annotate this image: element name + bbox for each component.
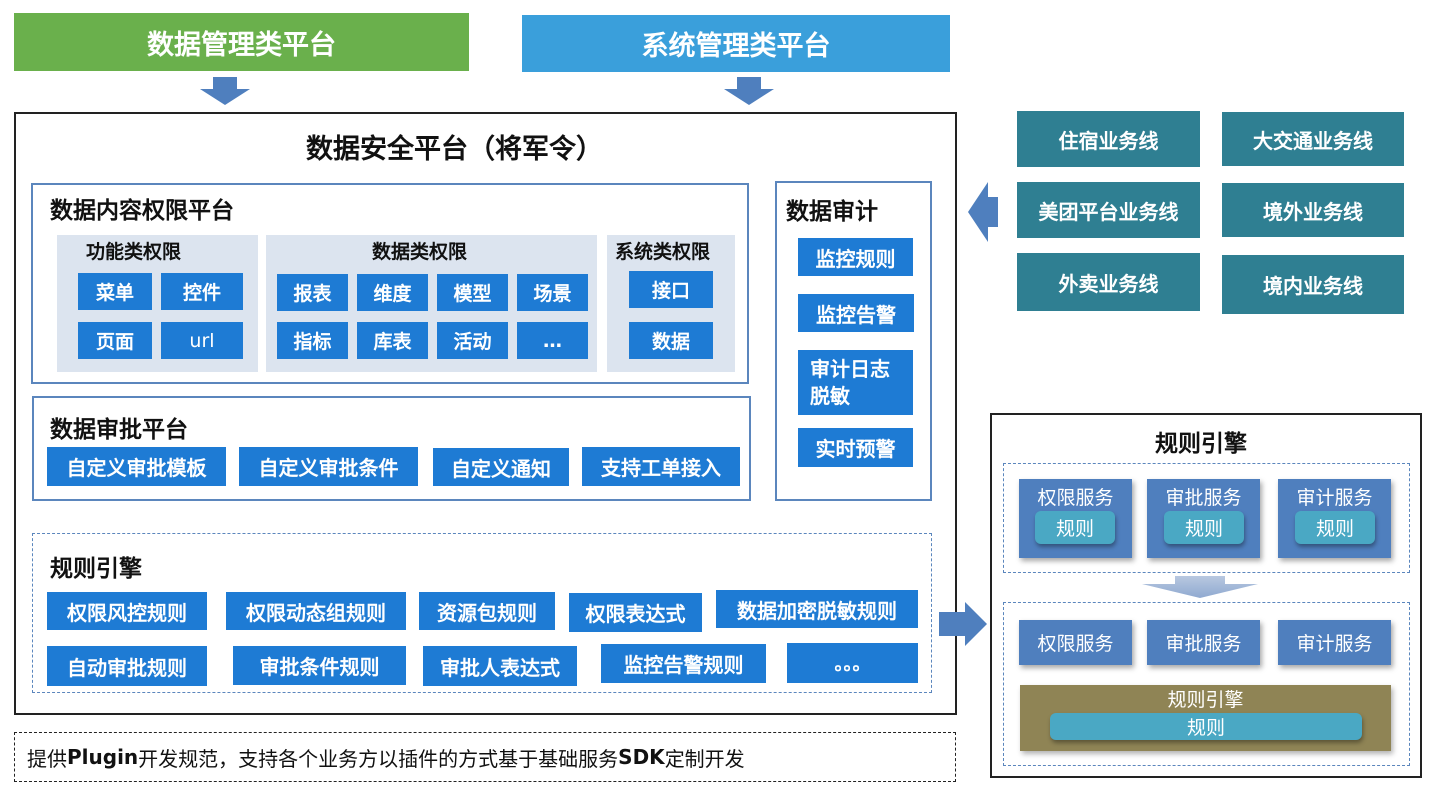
business-line[interactable]: 大交通业务线 xyxy=(1222,112,1404,166)
security-platform-title: 数据安全平台（将军令） xyxy=(306,134,603,165)
service[interactable]: 审批服务 xyxy=(1147,620,1260,665)
rule-item[interactable]: 审批人表达式 xyxy=(423,646,577,686)
service-with-rule[interactable]: 审批服务 规则 xyxy=(1147,479,1260,558)
service-with-rule[interactable]: 审计服务 规则 xyxy=(1278,479,1391,558)
audit-item[interactable]: 审计日志 脱敏 xyxy=(798,350,913,415)
rule-item[interactable]: 资源包规则 xyxy=(419,592,555,630)
rule-item[interactable]: 审批条件规则 xyxy=(233,646,406,685)
rule-item[interactable]: 监控告警规则 xyxy=(601,644,766,683)
permission-item[interactable]: 库表 xyxy=(357,322,428,359)
group-title: 系统类权限 xyxy=(615,241,711,263)
system-management-platform-banner: 系统管理类平台 xyxy=(522,15,950,72)
rule-item-more[interactable]: 。。。 xyxy=(787,643,918,683)
audit-item[interactable]: 实时预警 xyxy=(798,428,913,467)
rule-pill: 规则 xyxy=(1164,511,1244,544)
left-arrow-icon xyxy=(968,182,998,242)
rule-item[interactable]: 数据加密脱敏规则 xyxy=(716,590,918,628)
approval-platform xyxy=(32,396,751,501)
permission-item[interactable]: 接口 xyxy=(629,271,713,308)
service-name: 权限服务 xyxy=(1037,487,1114,509)
data-security-platform xyxy=(14,112,957,715)
service-name: 审批服务 xyxy=(1165,487,1242,509)
plugin-rule-layer xyxy=(1003,463,1410,573)
service[interactable]: 权限服务 xyxy=(1019,620,1132,665)
business-line[interactable]: 住宿业务线 xyxy=(1017,111,1200,167)
approval-platform-title: 数据审批平台 xyxy=(50,417,188,443)
down-arrow-icon xyxy=(200,77,250,105)
audit-item[interactable]: 监控告警 xyxy=(798,294,914,332)
business-line[interactable]: 境外业务线 xyxy=(1222,183,1404,237)
content-permission-title: 数据内容权限平台 xyxy=(50,198,234,224)
business-line[interactable]: 境内业务线 xyxy=(1222,255,1404,314)
data-audit-title: 数据审计 xyxy=(786,199,878,225)
rule-pill: 规则 xyxy=(1295,511,1375,544)
rule-pill: 规则 xyxy=(1035,511,1115,544)
approval-item[interactable]: 支持工单接入 xyxy=(582,447,740,486)
permission-item[interactable]: 指标 xyxy=(277,322,348,359)
permission-item[interactable]: 场景 xyxy=(517,274,588,311)
permission-item[interactable]: 模型 xyxy=(437,274,508,311)
permission-item-more[interactable]: … xyxy=(517,322,588,359)
shared-rule-engine-label: 规则引擎 xyxy=(1167,689,1244,711)
rule-engine-title: 规则引擎 xyxy=(50,556,142,582)
permission-item[interactable]: 数据 xyxy=(629,322,713,359)
permission-item[interactable]: 菜单 xyxy=(78,273,152,310)
approval-item[interactable]: 自定义通知 xyxy=(433,448,569,486)
centralized-rule-layer xyxy=(1003,602,1410,766)
banner-label: 数据管理类平台 xyxy=(147,29,336,61)
service-name: 审计服务 xyxy=(1296,487,1373,509)
group-title: 数据类权限 xyxy=(372,241,468,263)
permission-item[interactable]: 活动 xyxy=(437,322,508,359)
data-audit-panel xyxy=(775,181,932,501)
approval-item[interactable]: 自定义审批模板 xyxy=(47,447,226,486)
rule-engine-section xyxy=(32,533,932,693)
down-arrow-icon xyxy=(1142,576,1258,598)
permission-item[interactable]: 页面 xyxy=(78,322,152,359)
down-arrow-icon xyxy=(724,77,774,105)
service-with-rule[interactable]: 权限服务 规则 xyxy=(1019,479,1132,558)
permission-item[interactable]: url xyxy=(161,322,243,359)
rule-engine-panel xyxy=(990,413,1422,778)
rule-item[interactable]: 权限表达式 xyxy=(569,593,702,632)
banner-label: 系统管理类平台 xyxy=(641,31,831,62)
rule-item[interactable]: 权限风控规则 xyxy=(47,592,207,630)
right-arrow-icon xyxy=(939,602,987,646)
rule-item[interactable]: 权限动态组规则 xyxy=(226,592,406,630)
audit-item[interactable]: 监控规则 xyxy=(798,238,913,276)
shared-rule-pill: 规则 xyxy=(1050,713,1362,740)
permission-item[interactable]: 控件 xyxy=(161,273,243,310)
business-line[interactable]: 外卖业务线 xyxy=(1017,253,1200,311)
content-permission-platform xyxy=(31,183,749,384)
rule-engine-panel-title: 规则引擎 xyxy=(1155,431,1247,457)
permission-item[interactable]: 维度 xyxy=(357,274,428,311)
approval-item[interactable]: 自定义审批条件 xyxy=(239,447,418,486)
data-management-platform-banner: 数据管理类平台 xyxy=(14,13,469,71)
shared-rule-engine[interactable]: 规则引擎 规则 xyxy=(1020,685,1391,751)
permission-item[interactable]: 报表 xyxy=(277,274,348,311)
business-line[interactable]: 美团平台业务线 xyxy=(1017,182,1200,238)
service[interactable]: 审计服务 xyxy=(1278,620,1391,665)
group-title: 功能类权限 xyxy=(86,241,182,263)
rule-item[interactable]: 自动审批规则 xyxy=(47,646,207,686)
